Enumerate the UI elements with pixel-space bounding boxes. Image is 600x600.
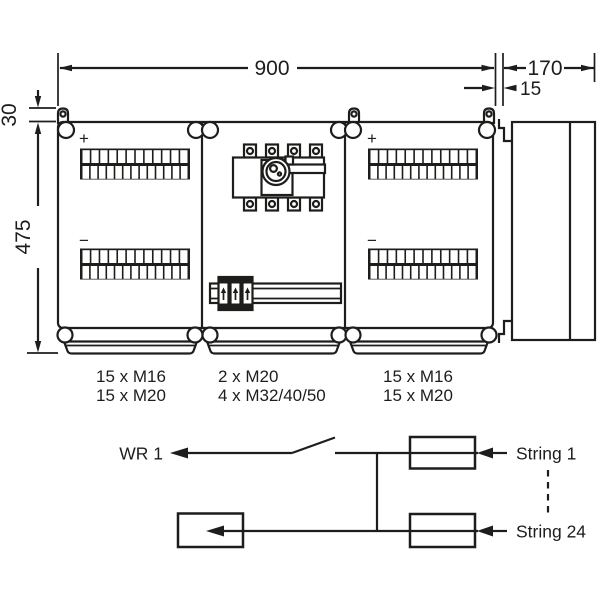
- spd-module: [217, 275, 230, 312]
- screw-boss-icon: [343, 120, 363, 140]
- cable-tray-left: [62, 340, 199, 355]
- dimension-height: 475: [12, 122, 58, 354]
- fuse-box-string1: [408, 435, 477, 470]
- wiring-schematic: WR 1 String 1 String 24: [119, 435, 586, 549]
- panel-right: + −: [367, 129, 478, 280]
- arrowhead-left-icon: [206, 525, 224, 537]
- screw-boss-icon: [200, 120, 220, 140]
- gland-label-right-2: 15 x M20: [383, 386, 453, 405]
- dimension-wall-offset: 15: [464, 79, 541, 100]
- gland-label-middle-1: 2 x M20: [218, 367, 278, 386]
- screw-boss-icon: [186, 326, 204, 344]
- spd-module: [241, 275, 254, 312]
- gland-labels: 15 x M16 15 x M20 2 x M20 4 x M32/40/50 …: [96, 367, 453, 405]
- handle-detail-icon: [276, 171, 283, 177]
- panel-left: + −: [79, 129, 190, 280]
- mounting-tab-icon: [56, 107, 70, 125]
- screw-boss-icon: [480, 326, 498, 344]
- arrowhead-left-icon: [59, 64, 72, 72]
- string-last-label: String 24: [516, 522, 586, 542]
- inverter-label: WR 1: [119, 444, 163, 464]
- arrowhead-right-icon: [481, 64, 495, 72]
- dimension-depth-value: 170: [527, 57, 562, 80]
- arrowhead-right-icon: [482, 84, 495, 92]
- polarity-plus-label: +: [367, 129, 377, 148]
- din-rail-assembly: [208, 275, 343, 312]
- side-view-body: [510, 120, 597, 342]
- string-first-label: String 1: [516, 444, 576, 464]
- arrowhead-left-icon: [477, 525, 493, 537]
- arrowhead-down-icon: [34, 96, 42, 108]
- dimension-offset-value: 15: [520, 79, 541, 100]
- gland-label-left-2: 15 x M20: [96, 386, 166, 405]
- arrowhead-down-icon: [34, 341, 42, 353]
- screw-boss-icon: [477, 120, 497, 140]
- dimension-lug-offset: 30: [0, 90, 56, 127]
- terminal-strip-minus: [80, 248, 190, 280]
- dc-switch-disconnector: [231, 143, 327, 212]
- screw-boss-icon: [56, 326, 74, 344]
- gland-label-left-1: 15 x M16: [96, 367, 166, 386]
- gland-label-middle-2: 4 x M32/40/50: [218, 386, 326, 405]
- polarity-plus-label: +: [79, 129, 89, 148]
- arrowhead-left-icon: [503, 84, 517, 92]
- gland-label-right-1: 15 x M16: [383, 367, 453, 386]
- handle-detail-icon: [269, 164, 279, 174]
- wall-bracket-top-icon: [497, 119, 512, 143]
- screw-boss-icon: [330, 326, 348, 344]
- terminal-strip-minus: [368, 248, 478, 280]
- polarity-minus-label: −: [79, 231, 89, 250]
- enclosure-side-view: [497, 119, 597, 343]
- switch-terminals-top: [242, 143, 324, 159]
- mounting-tab-icon: [347, 107, 361, 125]
- dimension-lug-value: 30: [0, 103, 21, 126]
- spd-module: [229, 275, 242, 312]
- dimension-width-value: 900: [254, 57, 289, 80]
- cable-tray-middle: [205, 340, 342, 355]
- screw-boss-icon: [344, 326, 362, 344]
- arrowhead-left-icon: [504, 64, 517, 72]
- arrowhead-up-icon: [34, 122, 42, 134]
- dimension-height-value: 475: [12, 219, 35, 254]
- mounting-tab-icon: [482, 107, 496, 125]
- wall-bracket-bottom-icon: [497, 319, 512, 343]
- screw-boss-icon: [56, 120, 76, 140]
- arrowhead-right-icon: [581, 64, 594, 72]
- dimension-width: 900: [57, 53, 497, 106]
- enclosure-front-view: + − + −: [56, 107, 498, 355]
- screw-boss-icon: [201, 326, 219, 344]
- dimension-depth: 170: [502, 53, 596, 106]
- cable-tray-right: [348, 340, 490, 355]
- switch-terminals-bottom: [242, 196, 324, 212]
- terminal-strip-plus: [80, 148, 190, 180]
- polarity-minus-label: −: [367, 231, 377, 250]
- arrowhead-left-icon: [170, 447, 188, 459]
- fuse-box-string24: [408, 512, 477, 549]
- switch-blade-symbol: [291, 436, 336, 455]
- terminal-strip-plus: [368, 148, 478, 180]
- arrowhead-left-icon: [477, 447, 493, 459]
